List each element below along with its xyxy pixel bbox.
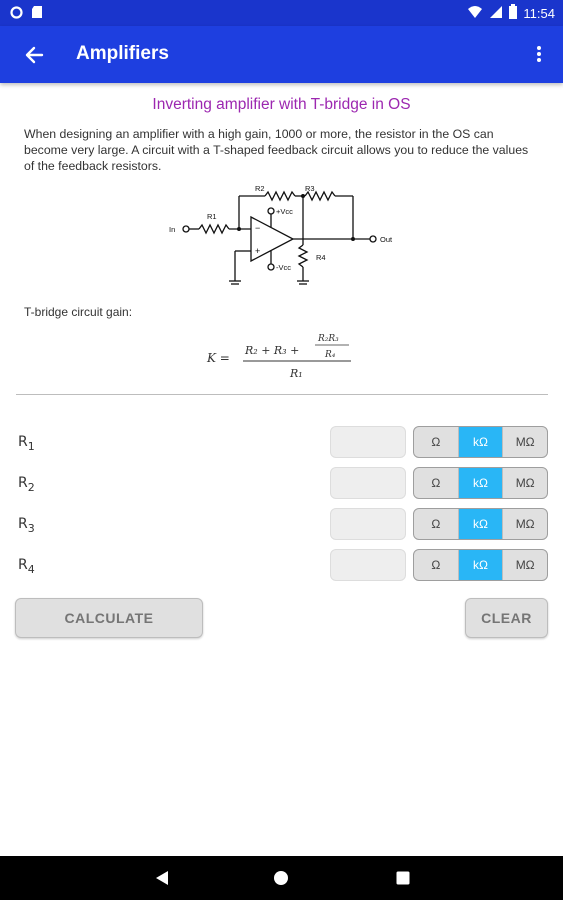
signal-icon xyxy=(489,5,503,22)
unit-option[interactable]: Ω xyxy=(414,468,459,498)
formula-denominator: R₁ xyxy=(289,367,303,380)
formula-lhs: K = xyxy=(206,351,230,365)
unit-option[interactable]: Ω xyxy=(414,509,459,539)
svg-text:−: − xyxy=(255,223,260,233)
label-r1: R1 xyxy=(207,212,217,221)
unit-option[interactable]: kΩ xyxy=(458,427,504,457)
unit-option[interactable]: kΩ xyxy=(458,509,504,539)
back-arrow-icon[interactable] xyxy=(22,42,48,68)
unit-option[interactable]: Ω xyxy=(414,427,459,457)
status-left xyxy=(10,5,43,24)
navigation-bar xyxy=(0,856,563,900)
gain-label: T-bridge circuit gain: xyxy=(24,305,133,319)
resistor-letter: R xyxy=(18,434,28,450)
label-r2: R2 xyxy=(255,184,265,193)
resistor-index: 1 xyxy=(27,439,35,453)
unit-option[interactable]: MΩ xyxy=(515,558,535,572)
wifi-icon xyxy=(467,5,483,22)
resistor-label: R3 xyxy=(18,516,35,535)
unit-option[interactable]: kΩ xyxy=(458,550,504,580)
resistor-index: 2 xyxy=(27,480,35,494)
unit-option[interactable]: MΩ xyxy=(515,435,535,449)
app-bar: Amplifiers xyxy=(0,26,563,83)
sd-card-icon xyxy=(31,5,43,24)
overflow-menu-icon[interactable] xyxy=(533,42,545,68)
label-r3: R3 xyxy=(305,184,315,193)
label-r4: R4 xyxy=(316,253,326,262)
resistor-value-input[interactable] xyxy=(330,508,406,540)
notification-circle-icon xyxy=(10,5,23,24)
resistor-label: R4 xyxy=(18,557,35,576)
resistor-value-input[interactable] xyxy=(330,549,406,581)
clear-button[interactable]: CLEAR xyxy=(465,598,548,638)
formula-inner-numerator: R₂R₃ xyxy=(317,334,339,344)
page-heading: Inverting amplifier with T-bridge in OS xyxy=(152,96,411,113)
unit-option[interactable]: kΩ xyxy=(458,468,504,498)
calculate-button[interactable]: CALCULATE xyxy=(15,598,203,638)
resistor-letter: R xyxy=(18,516,28,532)
circuit-diagram: In Out R1 R2 R3 R4 +Vcc -Vcc − + xyxy=(169,184,393,285)
nav-recents-icon[interactable] xyxy=(395,870,411,891)
gain-formula: K = R₂ + R₃ + R₂R₃ R₄ R₁ xyxy=(206,334,351,380)
nav-back-icon[interactable] xyxy=(154,870,170,891)
formula-inner-denominator: R₄ xyxy=(324,350,336,360)
label-in: In xyxy=(169,225,175,234)
label-out: Out xyxy=(380,235,393,244)
resistor-index: 4 xyxy=(27,562,35,576)
status-right: 11:54 xyxy=(467,4,555,22)
description-text: When designing an amplifier with a high … xyxy=(24,127,529,173)
label-vcc-neg: -Vcc xyxy=(276,263,291,272)
clock: 11:54 xyxy=(523,5,555,21)
svg-text:+: + xyxy=(255,246,260,256)
resistor-letter: R xyxy=(18,557,28,573)
divider xyxy=(16,394,548,395)
resistor-letter: R xyxy=(18,475,28,491)
resistor-label: R2 xyxy=(18,475,35,494)
unit-option[interactable]: MΩ xyxy=(515,517,535,531)
app-title: Amplifiers xyxy=(76,43,169,64)
resistor-label: R1 xyxy=(18,434,35,453)
resistor-value-input[interactable] xyxy=(330,467,406,499)
unit-option[interactable]: Ω xyxy=(414,550,459,580)
battery-icon xyxy=(509,4,518,22)
resistor-index: 3 xyxy=(27,521,35,535)
resistor-value-input[interactable] xyxy=(330,426,406,458)
nav-home-icon[interactable] xyxy=(273,870,289,891)
formula-numerator: R₂ + R₃ + xyxy=(244,344,299,357)
label-vcc-pos: +Vcc xyxy=(276,207,293,216)
status-bar: 11:54 xyxy=(0,0,563,26)
unit-option[interactable]: MΩ xyxy=(515,476,535,490)
